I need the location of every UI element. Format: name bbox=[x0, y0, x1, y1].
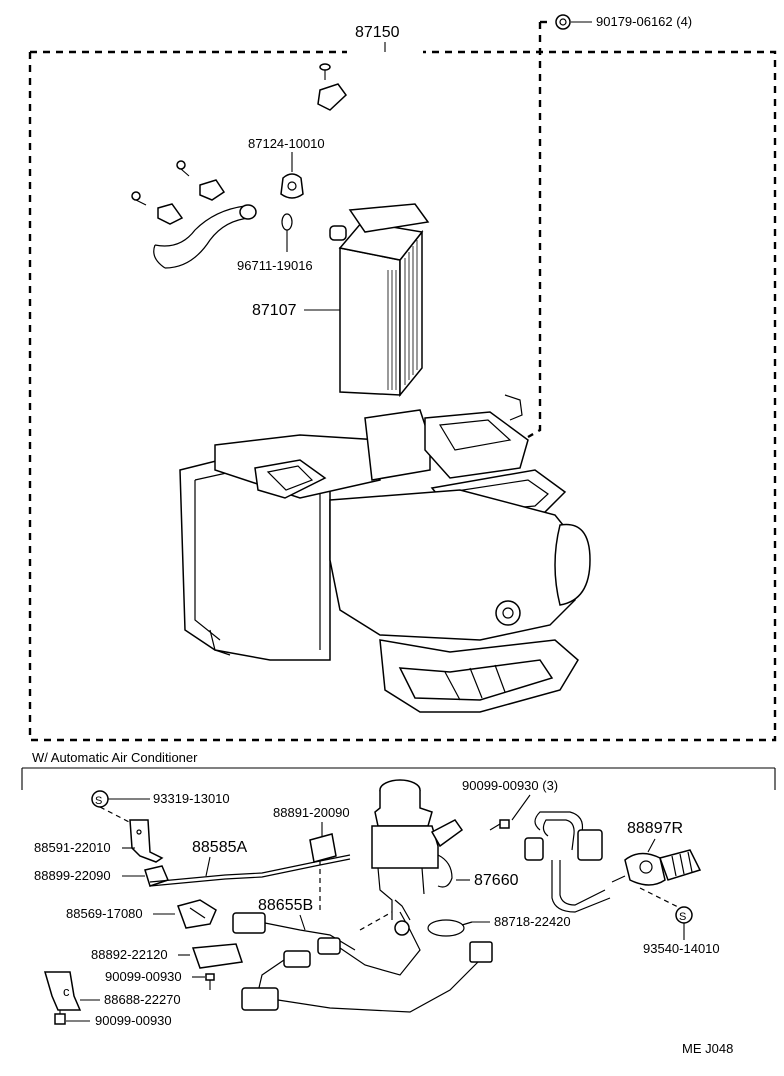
vacuum-hoses-icon bbox=[524, 811, 611, 913]
label-clip-a: 88899-22090 bbox=[34, 868, 111, 883]
label-bracket-b: 88688-22270 bbox=[104, 992, 181, 1007]
s-circle-icon-bottom: S bbox=[675, 906, 693, 924]
grommet-icon bbox=[280, 173, 304, 199]
screw-top-icon bbox=[317, 63, 347, 111]
sensor-icon bbox=[611, 849, 702, 886]
label-clamp: 88718-22420 bbox=[494, 914, 571, 929]
wire-rod-icon bbox=[149, 854, 351, 887]
label-harness: 88655B bbox=[258, 897, 313, 914]
label-bolt-b: 90099-00930 bbox=[95, 1013, 172, 1028]
section-frame bbox=[21, 767, 776, 790]
clip-b-icon bbox=[309, 833, 337, 863]
heater-unit-case-icon bbox=[179, 394, 591, 713]
label-bracket-a: 88591-22010 bbox=[34, 840, 111, 855]
s-circle-icon: S bbox=[91, 790, 109, 808]
label-screw-s1: 93319-13010 bbox=[153, 791, 230, 806]
wire-harness-icon bbox=[232, 911, 493, 1013]
bolt-b-icon bbox=[54, 1010, 66, 1025]
assembly-frame bbox=[28, 20, 777, 742]
heater-core-icon bbox=[329, 203, 430, 398]
bracket-b-icon: c bbox=[44, 971, 82, 1011]
bolt-a-icon bbox=[205, 973, 215, 990]
oring-icon bbox=[281, 213, 293, 231]
clamp-ring-icon bbox=[427, 919, 473, 937]
label-vacuum-unit: 87660 bbox=[474, 872, 519, 889]
nut-icon bbox=[555, 14, 571, 30]
label-oring: 96711-19016 bbox=[237, 258, 313, 273]
label-heater-core: 87107 bbox=[252, 302, 297, 319]
label-sensor: 88897R bbox=[627, 820, 683, 837]
vacuum-actuator-icon bbox=[371, 779, 464, 936]
label-grommet-a: 87124-10010 bbox=[248, 136, 325, 151]
label-bolt-3: 90099-00930 (3) bbox=[462, 778, 558, 793]
s-symbol-top: S bbox=[95, 795, 102, 807]
label-assembly: 87150 bbox=[355, 24, 400, 41]
clip-c-icon bbox=[177, 899, 217, 929]
label-clip-c: 88569-17080 bbox=[66, 906, 143, 921]
label-nut: 90179-06162 (4) bbox=[596, 14, 692, 29]
section-title: W/ Automatic Air Conditioner bbox=[32, 750, 198, 765]
bracket-a-icon bbox=[129, 819, 164, 863]
label-bolt-a: 90099-00930 bbox=[105, 969, 182, 984]
clip-a-icon bbox=[144, 865, 170, 887]
label-clip-b: 88891-20090 bbox=[273, 805, 350, 820]
label-plate: 88892-22120 bbox=[91, 947, 168, 962]
plate-icon bbox=[191, 943, 243, 969]
s-symbol-bottom: S bbox=[679, 911, 686, 923]
bolt-3-icon bbox=[489, 819, 510, 831]
c-symbol-bracket: c bbox=[63, 984, 70, 999]
hose-clamp-parts-icon bbox=[131, 160, 257, 269]
label-wire-88585a: 88585A bbox=[192, 839, 247, 856]
page-code: ME J048 bbox=[682, 1041, 733, 1056]
label-screw-s2: 93540-14010 bbox=[643, 941, 720, 956]
